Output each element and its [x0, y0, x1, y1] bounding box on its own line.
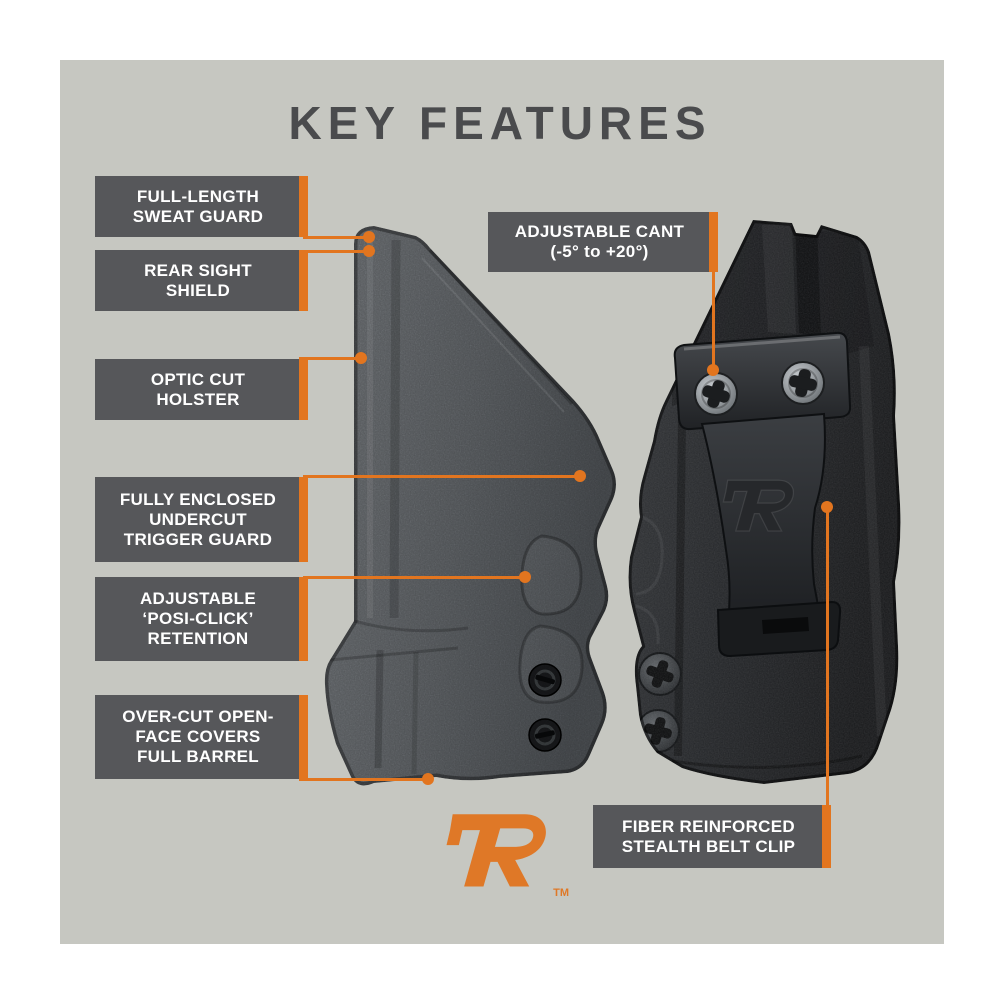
connector-dot [821, 501, 833, 513]
connector-fully-enclosed-undercut-trigger-guard [303, 475, 580, 478]
connector-full-length-sweat-guard [303, 236, 369, 239]
accent-bar [822, 805, 831, 868]
trademark-symbol: TM [553, 887, 569, 899]
accent-bar [299, 695, 308, 779]
feature-label-text: ADJUSTABLE CANT (-5° to +20°) [514, 222, 685, 261]
page-title: KEY FEATURES [288, 97, 712, 149]
connector-fiber-reinforced-stealth-belt-clip [826, 507, 829, 805]
connector-dot [707, 364, 719, 376]
feature-label-rear-sight-shield: REAR SIGHT SHIELD [95, 250, 308, 311]
feature-label-text: OVER-CUT OPEN- FACE COVERS FULL BARREL [122, 707, 274, 766]
connector-dot [363, 245, 375, 257]
accent-bar [299, 577, 308, 661]
brand-r-logo-icon [446, 814, 546, 887]
connector-dot [355, 352, 367, 364]
feature-label-fiber-reinforced-stealth-belt-clip: FIBER REINFORCED STEALTH BELT CLIP [593, 805, 831, 868]
connector-dot [363, 231, 375, 243]
feature-label-optic-cut-holster: OPTIC CUT HOLSTER [95, 359, 308, 420]
connector-dot [519, 571, 531, 583]
holster-back-illustration [628, 220, 901, 784]
accent-bar [299, 250, 308, 311]
feature-label-text: REAR SIGHT SHIELD [144, 260, 252, 300]
feature-label-text: FULLY ENCLOSED UNDERCUT TRIGGER GUARD [119, 489, 277, 549]
accent-bar [299, 359, 308, 420]
clip-screw [694, 372, 738, 416]
accent-bar [709, 212, 718, 272]
feature-label-text: OPTIC CUT HOLSTER [150, 369, 246, 409]
feature-label-fully-enclosed-undercut-trigger-guard: FULLY ENCLOSED UNDERCUT TRIGGER GUARD [95, 477, 308, 562]
clip-screw [781, 361, 825, 405]
connector-rear-sight-shield [303, 250, 369, 253]
feature-label-over-cut-open-face: OVER-CUT OPEN- FACE COVERS FULL BARREL [95, 695, 308, 779]
connector-adjustable-posi-click-retention [303, 576, 525, 579]
connector-optic-cut-holster [299, 357, 361, 360]
feature-label-adjustable-cant: ADJUSTABLE CANT (-5° to +20°) [488, 212, 718, 272]
accent-bar [299, 477, 308, 562]
feature-label-adjustable-posi-click-retention: ADJUSTABLE ‘POSI-CLICK’ RETENTION [95, 577, 308, 661]
feature-label-full-length-sweat-guard: FULL-LENGTH SWEAT GUARD [95, 176, 308, 237]
feature-label-text: ADJUSTABLE ‘POSI-CLICK’ RETENTION [139, 589, 257, 648]
brand-logo: TM [443, 802, 569, 907]
connector-over-cut-open-face [299, 778, 428, 781]
accent-bar [299, 176, 308, 237]
feature-label-text: FULL-LENGTH SWEAT GUARD [132, 186, 264, 226]
connector-dot [422, 773, 434, 785]
holster-front-illustration [324, 226, 616, 786]
feature-label-text: FIBER REINFORCED STEALTH BELT CLIP [621, 816, 796, 856]
connector-adjustable-cant [712, 272, 715, 370]
belt-clip [673, 331, 852, 658]
connector-dot [574, 470, 586, 482]
